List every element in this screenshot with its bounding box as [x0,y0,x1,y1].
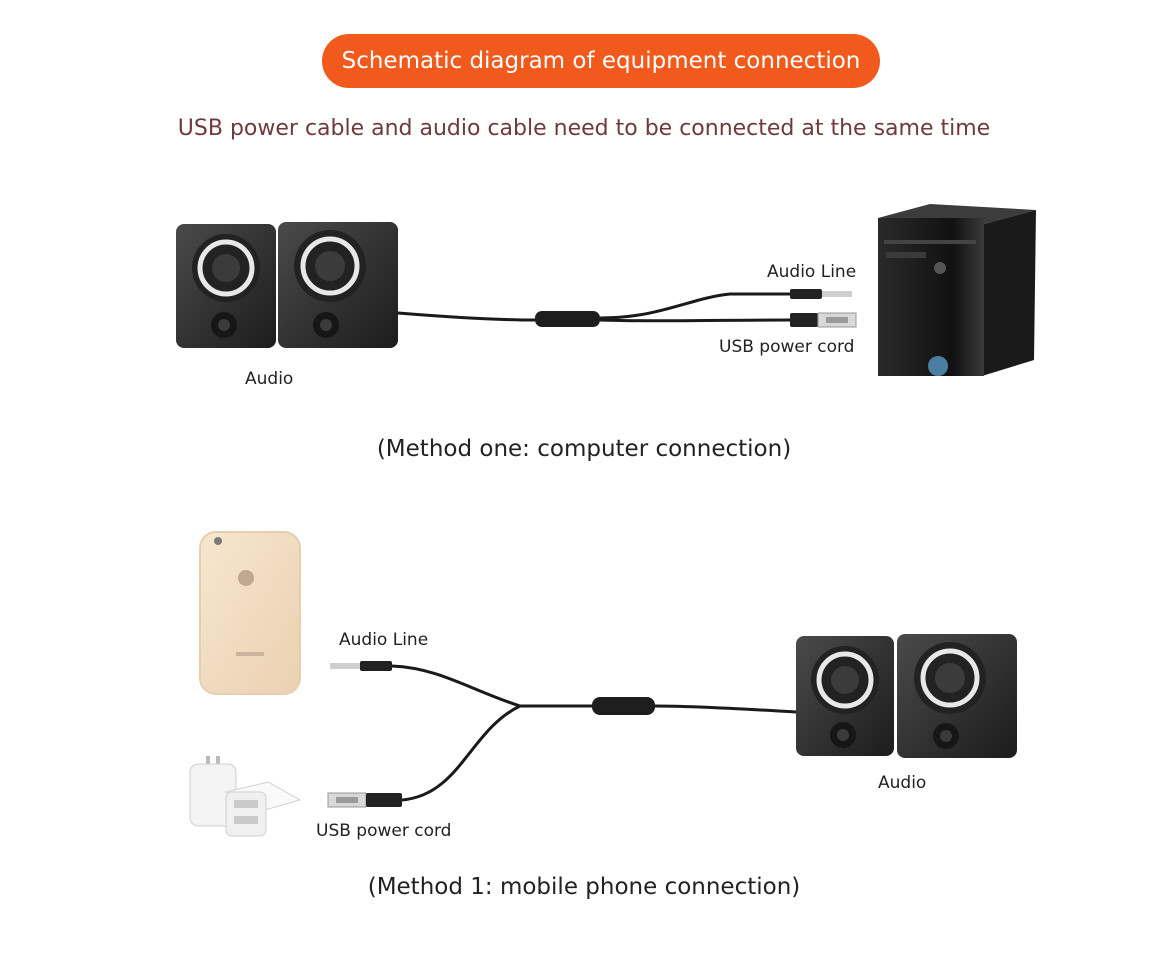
smartphone-icon [199,531,301,695]
audio-line-label-top: Audio Line [767,262,857,282]
usb-plug-bottom [327,792,402,808]
title-banner: Schematic diagram of equipment connectio… [322,34,880,88]
speaker-left-bottom [796,636,894,756]
method-one-caption: (Method one: computer connection) [376,436,792,462]
usb-label-top: USB power cord [719,337,855,357]
usb-plug-top [790,312,857,328]
speaker-label-top: Audio [245,369,294,389]
volume-control-bottom [592,697,655,715]
speaker-label-bottom: Audio [878,773,927,793]
subtitle: USB power cable and audio cable need to … [177,116,991,141]
method-two-caption: (Method 1: mobile phone connection) [367,874,801,900]
computer-tower-icon [878,204,1036,376]
audio-line-label-bottom: Audio Line [339,630,429,650]
cable-top [397,292,791,323]
speaker-pair-bottom [796,634,1017,758]
diagram-title: Schematic diagram of equipment connectio… [341,48,861,74]
wall-charger-icon [189,756,302,837]
audio-jack-top [790,289,852,299]
speaker-left-top [176,224,276,348]
speaker-right-bottom [897,634,1017,758]
volume-control-top [535,311,600,327]
cable-bottom [391,664,797,802]
usb-label-bottom: USB power cord [316,821,452,841]
speaker-right-top [278,222,398,348]
audio-jack-bottom [330,661,392,671]
speaker-pair-top [176,222,398,348]
